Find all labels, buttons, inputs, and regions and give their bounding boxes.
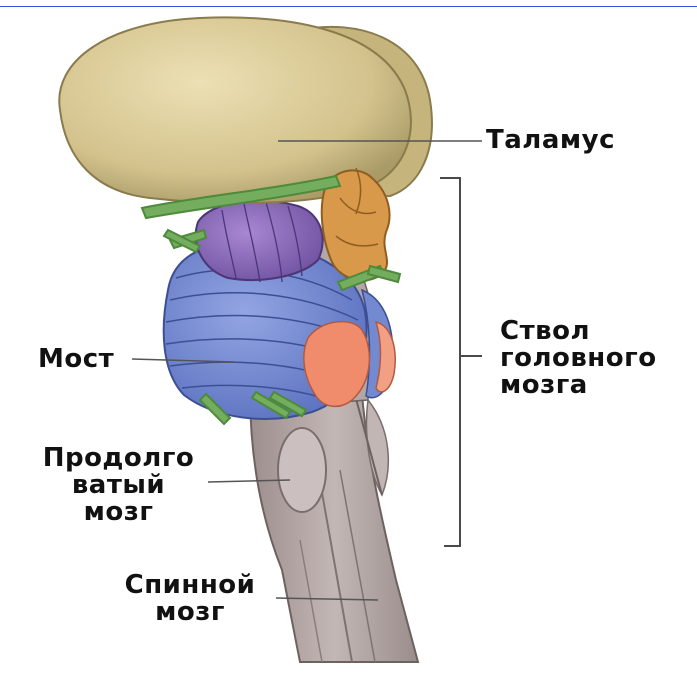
- thalamus-label: Таламус: [486, 127, 615, 154]
- medulla-label: Продолго ватый мозг: [26, 445, 211, 526]
- spinal-cord-label-line: Спинной: [104, 572, 276, 599]
- medulla-label-line: Продолго: [26, 445, 211, 472]
- brainstem-label-line: головного: [500, 345, 657, 372]
- brainstem-bracket: [440, 178, 482, 546]
- spinal-cord-label: Спинной мозг: [104, 572, 276, 626]
- spinal-cord-label-line: мозг: [104, 599, 276, 626]
- medulla-label-line: мозг: [26, 499, 211, 526]
- midbrain-shape: [196, 201, 323, 282]
- pons-label: Мост: [38, 346, 114, 373]
- brainstem-label: Ствол головного мозга: [500, 318, 657, 399]
- brainstem-label-line: мозга: [500, 372, 657, 399]
- cerebrum-shape: [59, 17, 432, 203]
- brainstem-label-line: Ствол: [500, 318, 657, 345]
- medulla-label-line: ватый: [26, 472, 211, 499]
